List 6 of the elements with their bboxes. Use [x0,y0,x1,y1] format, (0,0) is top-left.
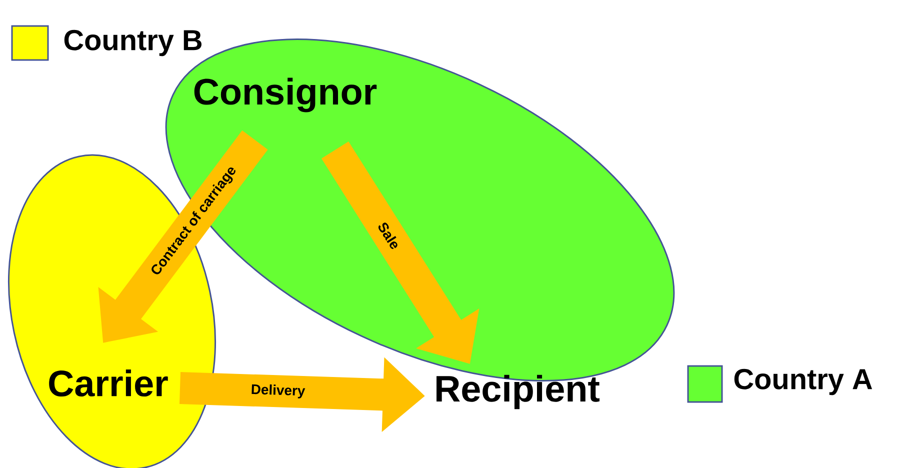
edge-label: Delivery [252,384,306,398]
legend-label: Country A [734,368,872,396]
legend-label: Country B [64,30,202,56]
party-label: Recipient [436,374,600,410]
party-label: Carrier [49,369,168,397]
party-label: Consignor [194,78,377,112]
